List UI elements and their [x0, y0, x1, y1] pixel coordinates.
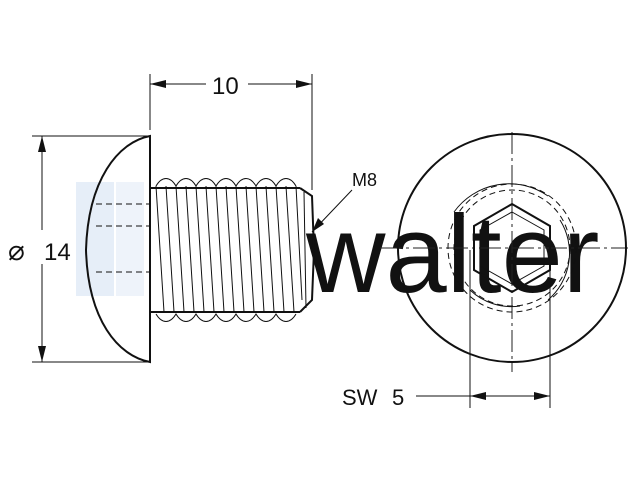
diameter-dimension: ⌀ 14 [8, 135, 150, 363]
wrench-label: SW [342, 385, 378, 410]
end-view: SW 5 [342, 132, 628, 410]
watermark: walter [76, 182, 599, 316]
length-dimension: 10 [149, 72, 313, 190]
hex-socket-inner [479, 211, 545, 285]
thread-shank [150, 178, 316, 322]
diameter-value: 14 [44, 239, 71, 266]
head-outline-circle [397, 133, 627, 363]
wrench-size-dimension: SW 5 [342, 250, 551, 410]
thread-callout: M8 [311, 170, 377, 233]
wrench-value: 5 [392, 385, 404, 410]
hex-socket [473, 202, 551, 294]
thread-arc-3 [469, 289, 521, 308]
thread-arc-2 [547, 219, 570, 301]
watermark-logo-box-2 [116, 182, 144, 296]
thread-arc [453, 183, 549, 213]
side-view: 10 ⌀ 14 M8 [8, 72, 377, 364]
diameter-symbol: ⌀ [8, 235, 25, 266]
thread-label: M8 [352, 170, 377, 190]
thread-hidden-circle-inner [453, 189, 571, 307]
watermark-logo-box [76, 182, 114, 296]
watermark-text: walter [305, 193, 599, 316]
bolt-head [84, 134, 151, 364]
length-dimension-value: 10 [212, 73, 239, 100]
